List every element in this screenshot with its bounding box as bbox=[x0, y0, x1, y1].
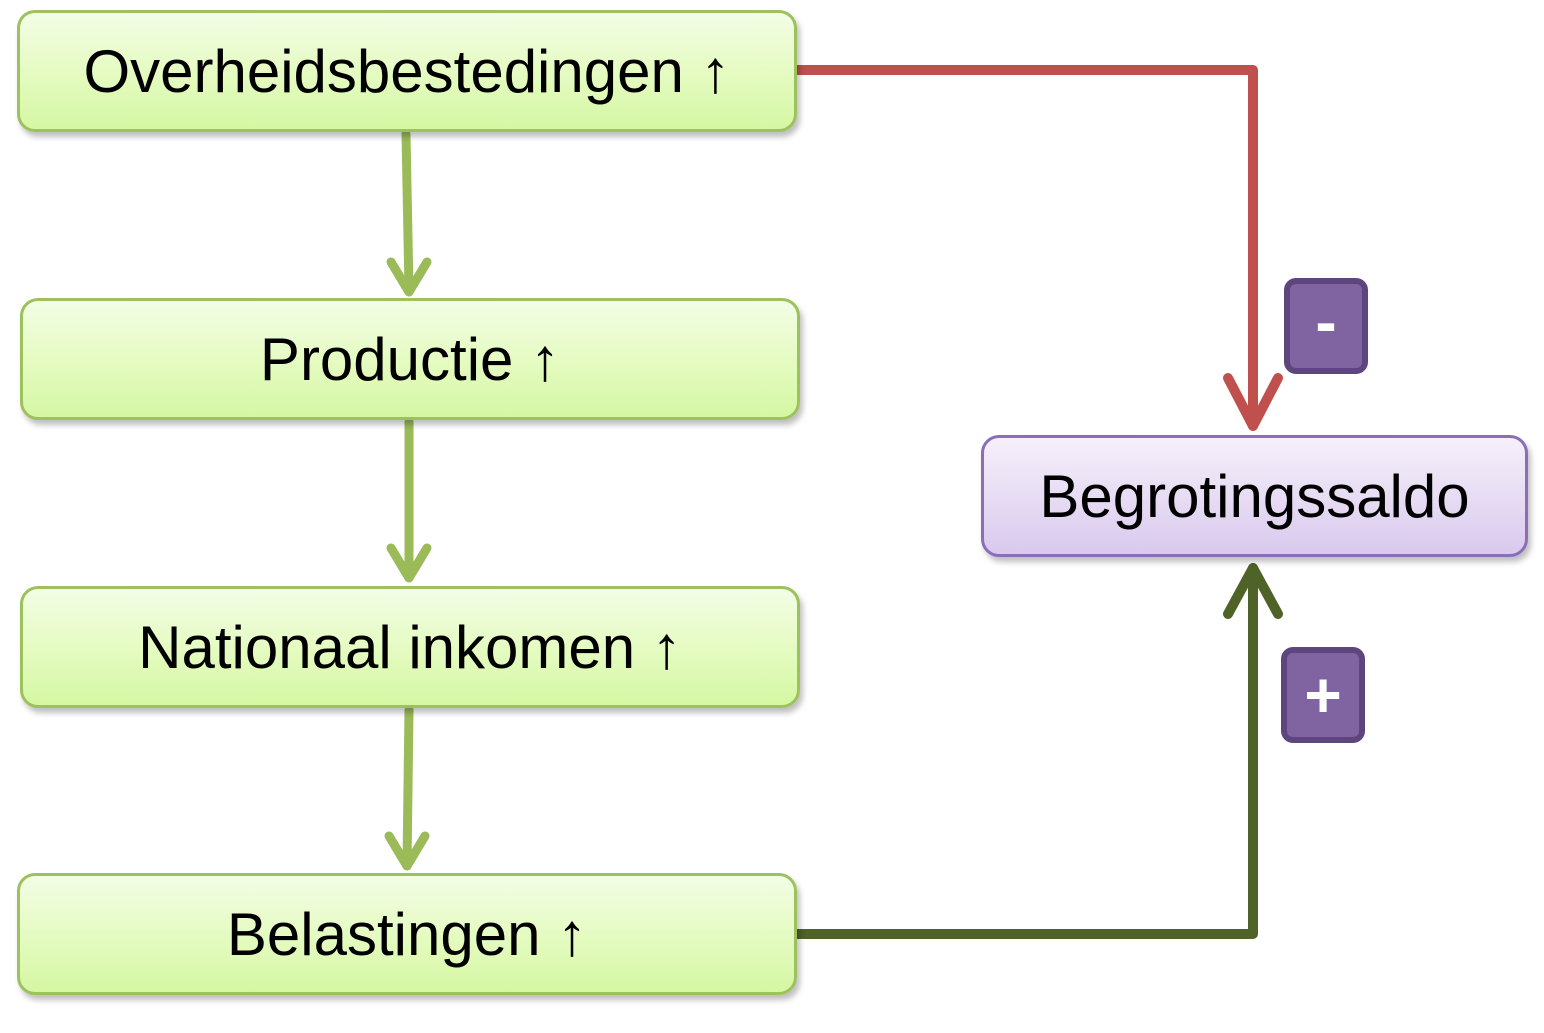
plus-sign-badge: + bbox=[1281, 647, 1365, 743]
node-productie-label: Productie ↑ bbox=[259, 325, 561, 393]
arrow-productie-to-nationaal-inkomen bbox=[386, 417, 432, 583]
node-nationaal-inkomen: Nationaal inkomen ↑ bbox=[20, 586, 800, 708]
node-nationaal-inkomen-label: Nationaal inkomen ↑ bbox=[138, 613, 682, 681]
node-overheidsbestedingen-label: Overheidsbestedingen ↑ bbox=[83, 37, 731, 105]
node-belastingen-label: Belastingen ↑ bbox=[226, 900, 588, 968]
node-belastingen: Belastingen ↑ bbox=[17, 873, 797, 995]
plus-sign-label: + bbox=[1304, 659, 1342, 731]
arrow-belastingen-to-begrotingssaldo bbox=[792, 563, 1283, 939]
node-overheidsbestedingen: Overheidsbestedingen ↑ bbox=[17, 10, 797, 132]
node-productie: Productie ↑ bbox=[20, 298, 800, 420]
node-begrotingssaldo: Begrotingssaldo bbox=[981, 435, 1528, 557]
arrow-nationaal-inkomen-to-belastingen bbox=[384, 705, 430, 871]
minus-sign-label: - bbox=[1315, 286, 1337, 358]
node-begrotingssaldo-label: Begrotingssaldo bbox=[1039, 462, 1470, 530]
minus-sign-badge: - bbox=[1284, 278, 1368, 374]
arrow-overheidsbestedingen-to-productie bbox=[386, 129, 432, 297]
arrow-overheidsbestedingen-to-begrotingssaldo bbox=[792, 65, 1283, 431]
